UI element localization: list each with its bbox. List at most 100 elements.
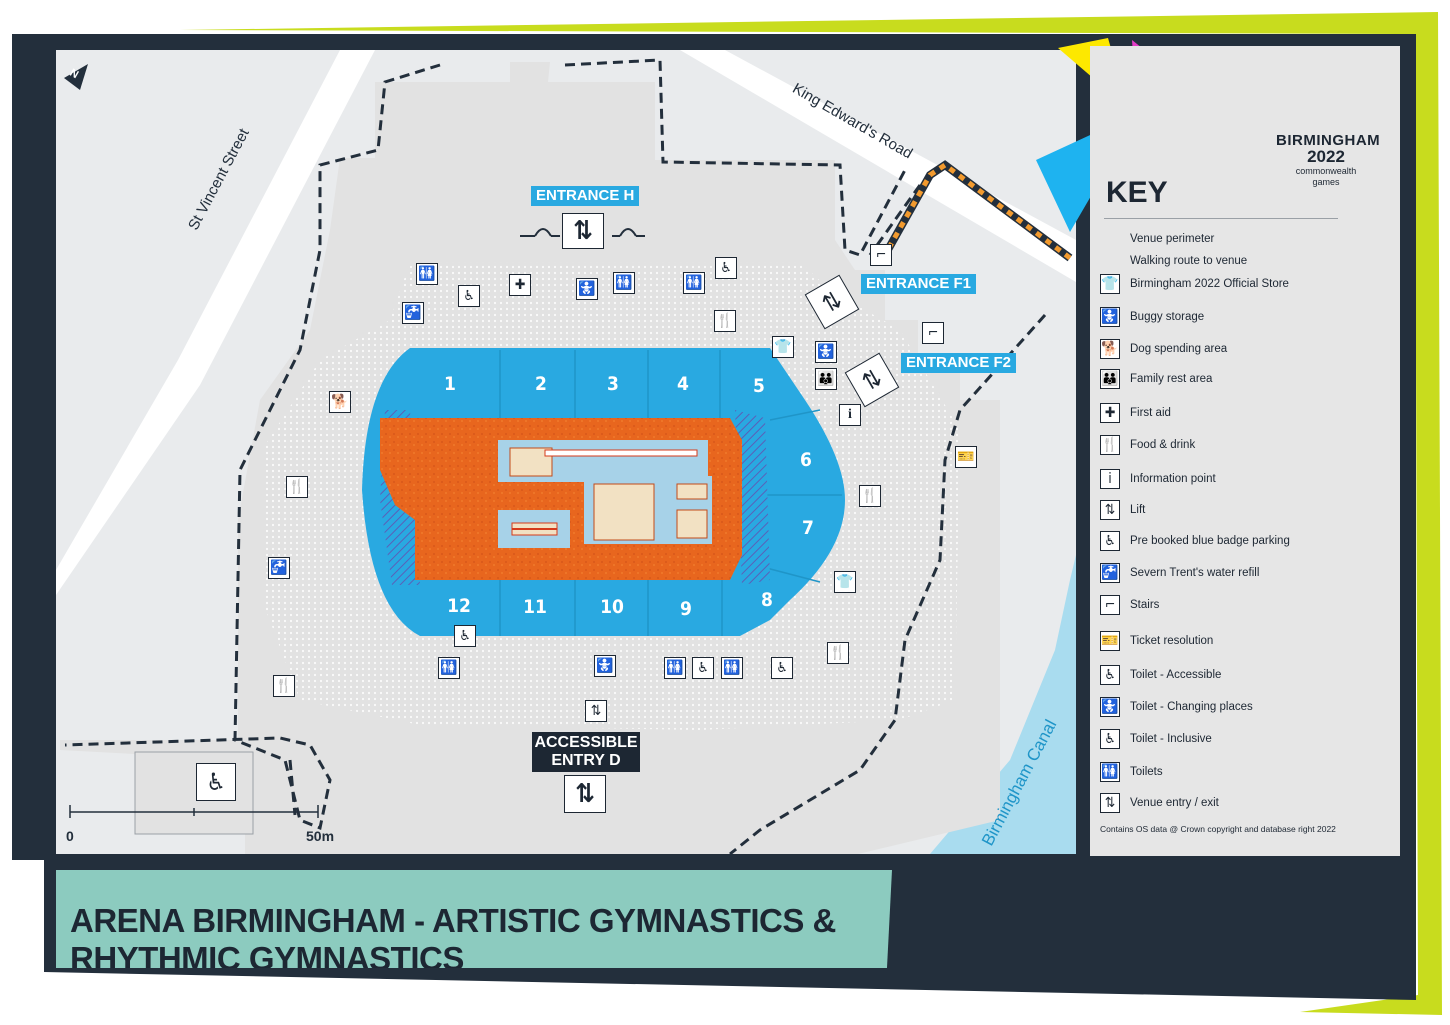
stairs-icon[interactable]: ⌐ — [922, 322, 944, 344]
key-title: KEY — [1106, 176, 1168, 209]
food-drink-icon: 🍴 — [1100, 435, 1120, 455]
toilet-accessible-icon[interactable]: ♿ — [692, 657, 714, 679]
section-4: 4 — [677, 373, 689, 395]
key-item-label: Venue entry / exit — [1130, 797, 1219, 809]
section-6: 6 — [800, 449, 812, 471]
section-12: 12 — [447, 595, 471, 617]
section-10: 10 — [600, 596, 624, 618]
lift-icon: ⇅ — [1100, 500, 1120, 520]
key-item-venue-entry: ⇅Venue entry / exit — [1100, 790, 1390, 816]
key-item-lift: ⇅ Lift — [1100, 497, 1390, 523]
toilet-accessible-icon: ♿ — [1100, 665, 1120, 685]
toilet-changing-icon[interactable]: 🚼 — [815, 341, 837, 363]
buggy-storage-icon: 🚼 — [1100, 307, 1120, 327]
entrance-f1-label[interactable]: ENTRANCE F1 — [861, 274, 977, 294]
toilets-icon[interactable]: 🚻 — [438, 657, 460, 679]
toilet-inclusive-icon[interactable]: ♿ — [458, 285, 480, 307]
toilet-accessible-icon[interactable]: ♿ — [771, 657, 793, 679]
accessible-entry-d-label[interactable]: ACCESSIBLE ENTRY D — [532, 732, 640, 772]
toilet-inclusive-icon[interactable]: ♿ — [454, 625, 476, 647]
accessible-entry-d-line2: ENTRY D — [551, 752, 621, 769]
section-5: 5 — [753, 375, 765, 397]
food-drink-icon[interactable]: 🍴 — [286, 476, 308, 498]
water-refill-icon[interactable]: 🚰 — [268, 557, 290, 579]
stairs-icon[interactable]: ⌐ — [870, 244, 892, 266]
key-item-label: Toilet - Inclusive — [1130, 733, 1212, 745]
key-item-toilet-changing: 🚼Toilet - Changing places — [1100, 694, 1390, 720]
key-item-ticket: 🎫 Ticket resolution — [1100, 628, 1390, 654]
section-1: 1 — [444, 373, 456, 395]
ticket-icon: 🎫 — [1100, 631, 1120, 651]
lift-icon[interactable]: ⇅ — [585, 700, 607, 722]
key-item-label: Pre booked blue badge parking — [1130, 535, 1290, 547]
toilets-icon[interactable]: 🚻 — [613, 272, 635, 294]
ticket-resolution-icon[interactable]: 🎫 — [955, 446, 977, 468]
key-item-label: Dog spending area — [1130, 343, 1228, 355]
official-store-icon[interactable]: 👕 — [834, 571, 856, 593]
scale-end-label: 50m — [306, 828, 335, 844]
buggy-storage-icon[interactable]: 🚼 — [576, 278, 598, 300]
scale-bar — [69, 805, 319, 818]
information-icon[interactable]: i — [839, 404, 861, 426]
key-item-official-store: 👕 Birmingham 2022 Official Store — [1100, 271, 1390, 297]
key-item-toilets: 🚻Toilets — [1100, 759, 1390, 785]
official-store-icon[interactable]: 👕 — [772, 336, 794, 358]
toilets-icon[interactable]: 🚻 — [721, 657, 743, 679]
toilet-inclusive-icon: ♿ — [1100, 729, 1120, 749]
water-refill-icon[interactable]: 🚰 — [402, 302, 424, 324]
family-rest-icon[interactable]: 👪 — [815, 368, 837, 390]
toilets-icon[interactable]: 🚻 — [683, 272, 705, 294]
key-credit: Contains OS data @ Crown copyright and d… — [1100, 824, 1336, 834]
official-store-icon: 👕 — [1100, 274, 1120, 294]
food-drink-icon[interactable]: 🍴 — [273, 675, 295, 697]
key-item-venue-perimeter: Venue perimeter — [1100, 226, 1390, 252]
logo-line4: games — [1312, 177, 1340, 187]
logo-wordmark: BIRMINGHAM 2022 commonwealth games — [1276, 132, 1381, 187]
key-item-label: Venue perimeter — [1130, 233, 1215, 245]
key-item-label: Food & drink — [1130, 439, 1196, 451]
toilets-icon[interactable]: 🚻 — [416, 263, 438, 285]
family-rest-icon: 👪 — [1100, 369, 1120, 389]
dog-spending-icon: 🐕 — [1100, 339, 1120, 359]
key-item-label: Lift — [1130, 504, 1146, 516]
logo-line3: commonwealth — [1295, 166, 1357, 176]
north-arrow — [64, 64, 88, 90]
section-11: 11 — [523, 596, 547, 618]
toilet-accessible-icon[interactable]: ♿ — [715, 257, 737, 279]
entry-d-arrows-icon[interactable]: ⇅ — [564, 775, 606, 813]
entrance-f2-label[interactable]: ENTRANCE F2 — [901, 353, 1017, 373]
key-item-label: Birmingham 2022 Official Store — [1130, 278, 1289, 290]
road-king-edwards — [680, 50, 1076, 282]
information-icon: i — [1100, 469, 1120, 489]
food-drink-icon[interactable]: 🍴 — [714, 310, 736, 332]
key-item-label: Ticket resolution — [1130, 635, 1214, 647]
section-2: 2 — [535, 373, 547, 395]
key-item-toilet-accessible: ♿Toilet - Accessible — [1100, 662, 1390, 688]
dog-spending-icon[interactable]: 🐕 — [329, 391, 351, 413]
key-item-dog-spending: 🐕 Dog spending area — [1100, 336, 1390, 362]
key-item-walking-route: Walking route to venue — [1100, 248, 1390, 274]
key-item-label: Severn Trent's water refill — [1130, 567, 1260, 579]
buggy-storage-icon[interactable]: 🚼 — [594, 655, 616, 677]
road-st-vincent — [56, 50, 375, 595]
entrance-h-label[interactable]: ENTRANCE H — [531, 186, 640, 206]
key-item-label: Buggy storage — [1130, 311, 1205, 323]
first-aid-icon: ✚ — [1100, 403, 1120, 423]
blue-badge-parking-icon[interactable]: ♿ — [196, 763, 236, 801]
scale-start-label: 0 — [66, 828, 74, 844]
key-divider — [1104, 218, 1338, 219]
toilets-icon: 🚻 — [1100, 762, 1120, 782]
key-item-water-refill: 🚰Severn Trent's water refill — [1100, 560, 1390, 586]
key-item-label: Stairs — [1130, 599, 1160, 611]
key-item-buggy-storage: 🚼 Buggy storage — [1100, 304, 1390, 330]
logo-line1: BIRMINGHAM — [1276, 132, 1381, 149]
entrance-h-arrows-icon[interactable]: ⇅ — [562, 213, 604, 249]
first-aid-icon[interactable]: ✚ — [509, 274, 531, 296]
toilet-changing-icon: 🚼 — [1100, 697, 1120, 717]
food-drink-icon[interactable]: 🍴 — [827, 642, 849, 664]
key-panel: BIRMINGHAM 2022 commonwealth games KEY V… — [1090, 46, 1400, 856]
food-drink-icon[interactable]: 🍴 — [859, 485, 881, 507]
toilets-icon[interactable]: 🚻 — [664, 657, 686, 679]
